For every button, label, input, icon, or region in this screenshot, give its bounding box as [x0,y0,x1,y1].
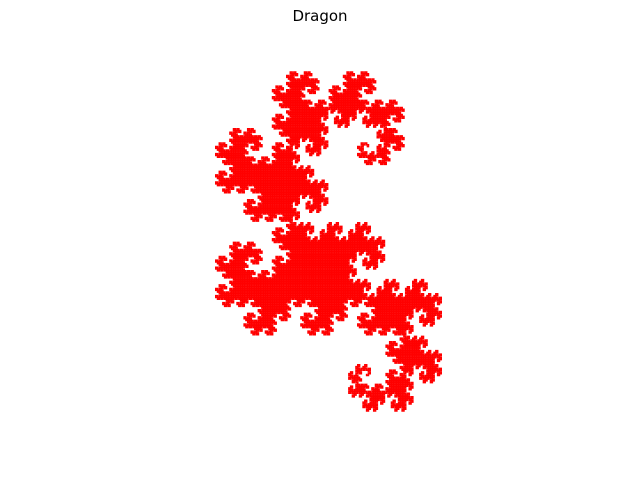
dragon-curve-path [215,71,442,412]
plot-title: Dragon [292,7,348,25]
